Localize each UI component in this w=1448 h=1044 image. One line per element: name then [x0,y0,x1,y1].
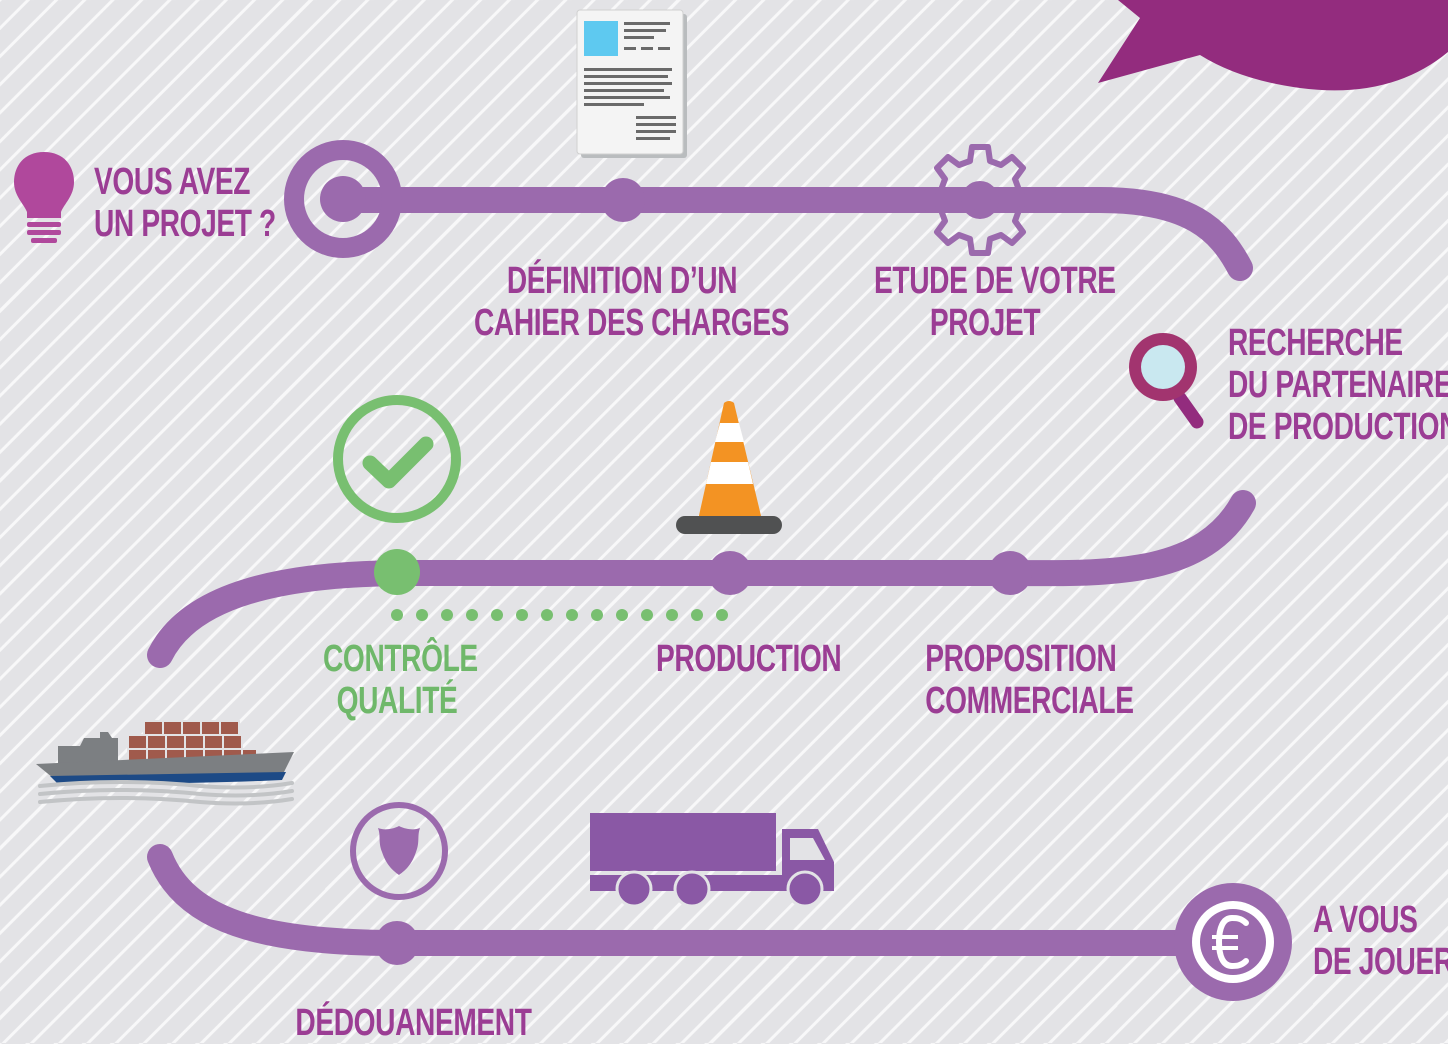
label-controle-qualite: CONTRÔLE QUALITÉ [323,638,478,722]
speech-bubble [1098,0,1448,91]
police-badge-icon [350,802,448,900]
label-production: PRODUCTION [656,638,842,680]
label-dedouanement: DÉDOUANEMENT [295,1002,532,1044]
document-icon [576,9,687,158]
gear-icon [924,144,1036,256]
truck-icon [590,813,834,908]
label-etude-projet: ETUDE DE VOTRE PROJET [874,260,1116,344]
checkmark-icon [333,395,461,523]
label-vous-avez-un-projet: VOUS AVEZ UN PROJET ? [94,161,276,245]
label-cahier-des-charges: DÉFINITION D’UN CAHIER DES CHARGES [474,260,790,344]
label-recherche-partenaire: RECHERCHE DU PARTENAIRE DE PRODUCTION [1228,322,1448,448]
lightbulb-icon [14,152,74,243]
milestone-dot-controle [374,549,420,595]
milestone-dot-dedouanement [375,921,419,965]
label-a-vous-de-jouer: A VOUS DE JOUER [1313,899,1448,983]
quality-dotted-line [391,609,728,621]
start-ring [284,140,402,258]
euro-icon [1174,883,1292,1001]
magnifier-icon [1129,333,1204,429]
milestone-dot-production [708,551,752,595]
label-proposition-commerciale: PROPOSITION COMMERCIALE [925,638,1134,722]
milestone-dot-cahier [601,178,645,222]
traffic-cone-icon [676,401,782,534]
cargo-ship-icon [36,720,294,806]
milestone-dot-proposition [988,551,1032,595]
